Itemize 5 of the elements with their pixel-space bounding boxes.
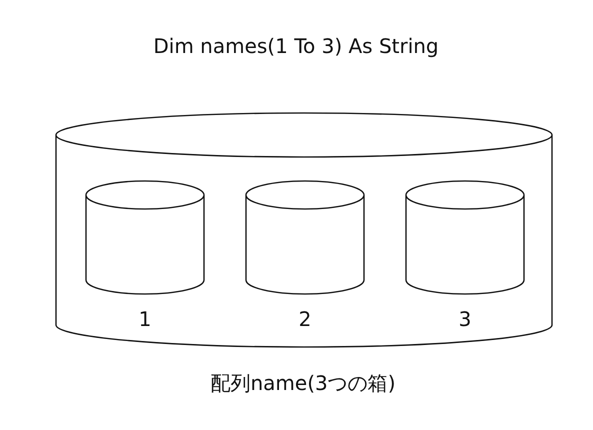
caption: 配列name(3つの箱) [210,371,396,395]
index-number: 2 [298,307,312,331]
title: Dim names(1 To 3) As String [153,34,439,58]
index-number: 3 [458,307,472,331]
index-number: 1 [138,307,152,331]
